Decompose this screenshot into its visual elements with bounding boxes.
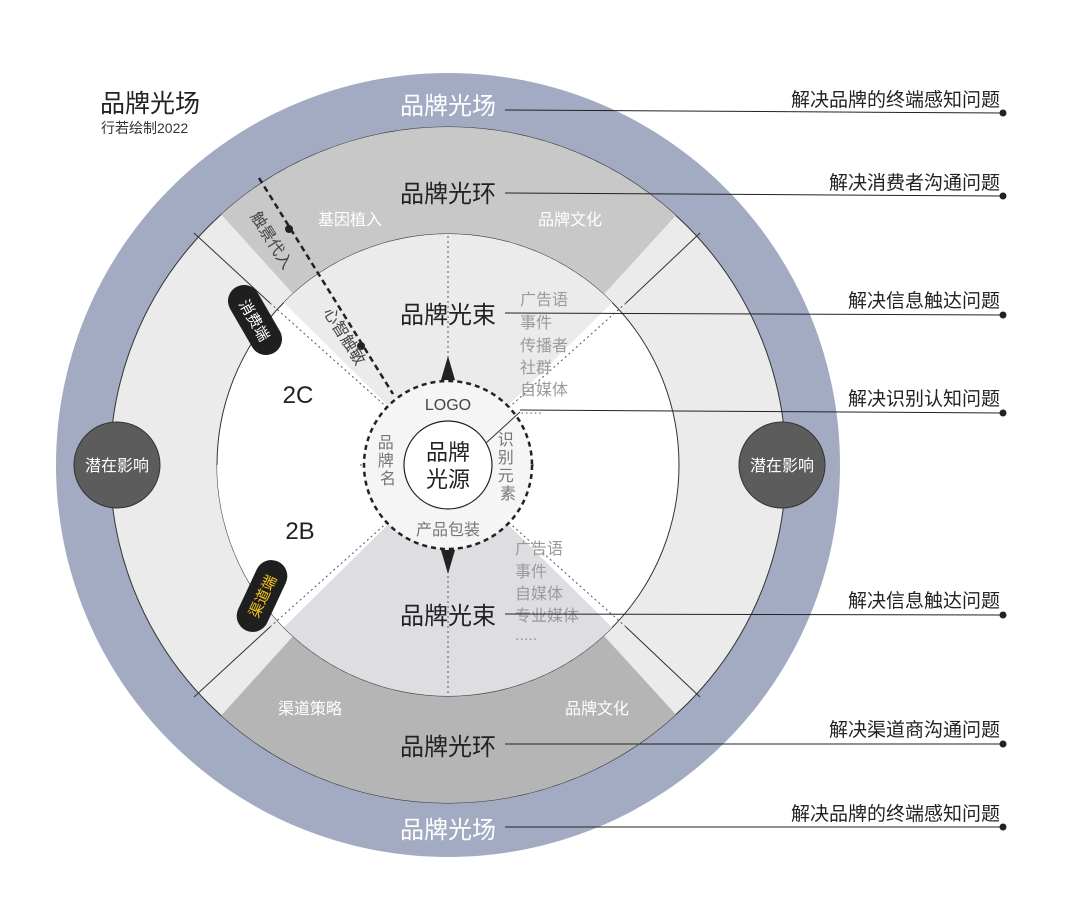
beam-top-item: 事件 [520, 314, 552, 332]
beam-label-bottom: 品牌光束 [400, 603, 496, 630]
id-element-char-3: 元 [498, 468, 514, 485]
beam-bottom-item: ..... [515, 627, 537, 644]
callout-dot [999, 409, 1007, 417]
callout-dot [999, 311, 1007, 319]
beam-top-list: 广告语 事件 传播者 社群 自媒体 ..... [520, 291, 568, 418]
core-line-2: 光源 [426, 467, 470, 492]
core-line-1: 品牌 [426, 440, 470, 465]
consumer-badge-bg [228, 284, 282, 356]
beam-top-item: 传播者 [520, 337, 568, 355]
beam-bottom-item: 自媒体 [515, 585, 563, 603]
id-pointer-line [485, 411, 521, 444]
sector-brand-culture-bottom: 品牌文化 [565, 700, 629, 718]
brand-name-char-3: 名 [380, 470, 396, 488]
path-dot-1 [285, 225, 293, 233]
note-info-reach-top: 解决信息触达问题 [848, 290, 1000, 312]
page-subtitle: 行若绘制2022 [101, 120, 188, 136]
note-consumer-communication: 解决消费者沟通问题 [829, 172, 1000, 194]
label-2c: 2C [283, 382, 314, 409]
arrow-down-icon [441, 550, 455, 574]
core-brand-name-vertical: 品 牌 名 [378, 435, 398, 488]
note-terminal-perception-bottom: 解决品牌的终端感知问题 [791, 803, 1000, 825]
halo-divider-tl [193, 232, 271, 304]
beam-top-item: 广告语 [520, 291, 568, 309]
page-title: 品牌光场 [100, 90, 200, 118]
callout-dot [999, 192, 1007, 200]
halo-label-top: 品牌光环 [400, 181, 496, 208]
halo-bands [110, 127, 786, 803]
influence-label-left: 潜在影响 [85, 457, 149, 475]
brand-name-char-2: 牌 [378, 452, 394, 470]
halo-label-bottom: 品牌光环 [400, 734, 496, 761]
arrow-up-icon [441, 356, 455, 380]
halo-band-bottom [110, 465, 786, 803]
beam-top-item: 社群 [520, 359, 552, 377]
id-element-char-1: 识 [498, 431, 514, 449]
halo-divider-bl [193, 626, 271, 698]
beam-bottom-item: 广告语 [515, 540, 563, 558]
influence-circle-right [738, 421, 826, 509]
sector-brand-culture-top: 品牌文化 [538, 211, 602, 229]
channel-badge-bg [236, 560, 288, 632]
note-dealer-communication: 解决渠道商沟通问题 [829, 719, 1000, 741]
consumer-path-line [257, 177, 395, 395]
halo-divider-br [625, 626, 701, 698]
id-element-char-4: 素 [500, 485, 516, 503]
callout-dots [999, 109, 1007, 831]
callout-dot [999, 611, 1007, 619]
sector-gene-implant: 基因植入 [318, 211, 382, 229]
id-element-char-2: 别 [498, 449, 514, 467]
callout-dot [999, 109, 1007, 117]
halo-band-top [110, 127, 786, 465]
core-package-label: 产品包装 [416, 521, 480, 539]
halo-divider-tr [625, 232, 701, 304]
callout-dot [999, 823, 1007, 831]
callout-dot [999, 740, 1007, 748]
core-id-elements-vertical: 识 别 元 素 [498, 431, 518, 503]
brand-name-char-1: 品 [378, 435, 394, 452]
core-logo-label: LOGO [425, 397, 471, 414]
beam-bottom-item: 事件 [515, 563, 547, 581]
core-inner-circle [403, 420, 493, 510]
note-info-reach-bottom: 解决信息触达问题 [848, 590, 1000, 612]
sector-channel-strategy: 渠道策略 [278, 700, 342, 718]
note-recognition: 解决识别认知问题 [848, 388, 1000, 410]
influence-label-right: 潜在影响 [750, 457, 814, 475]
beam-label-top: 品牌光束 [400, 302, 496, 329]
field-label-top: 品牌光场 [400, 93, 496, 120]
influence-circle-left [73, 421, 161, 509]
field-label-bottom: 品牌光场 [400, 817, 496, 844]
beam-bottom-item: 专业媒体 [515, 607, 579, 625]
beam-top-item: 自媒体 [520, 381, 568, 399]
beam-bottom-list: 广告语 事件 自媒体 专业媒体 ..... [515, 540, 579, 644]
callout-lines [504, 109, 1004, 828]
note-terminal-perception-top: 解决品牌的终端感知问题 [791, 89, 1000, 111]
beam-top-item: ..... [520, 401, 542, 418]
path-dot-2 [357, 342, 365, 350]
label-2b: 2B [285, 518, 314, 545]
